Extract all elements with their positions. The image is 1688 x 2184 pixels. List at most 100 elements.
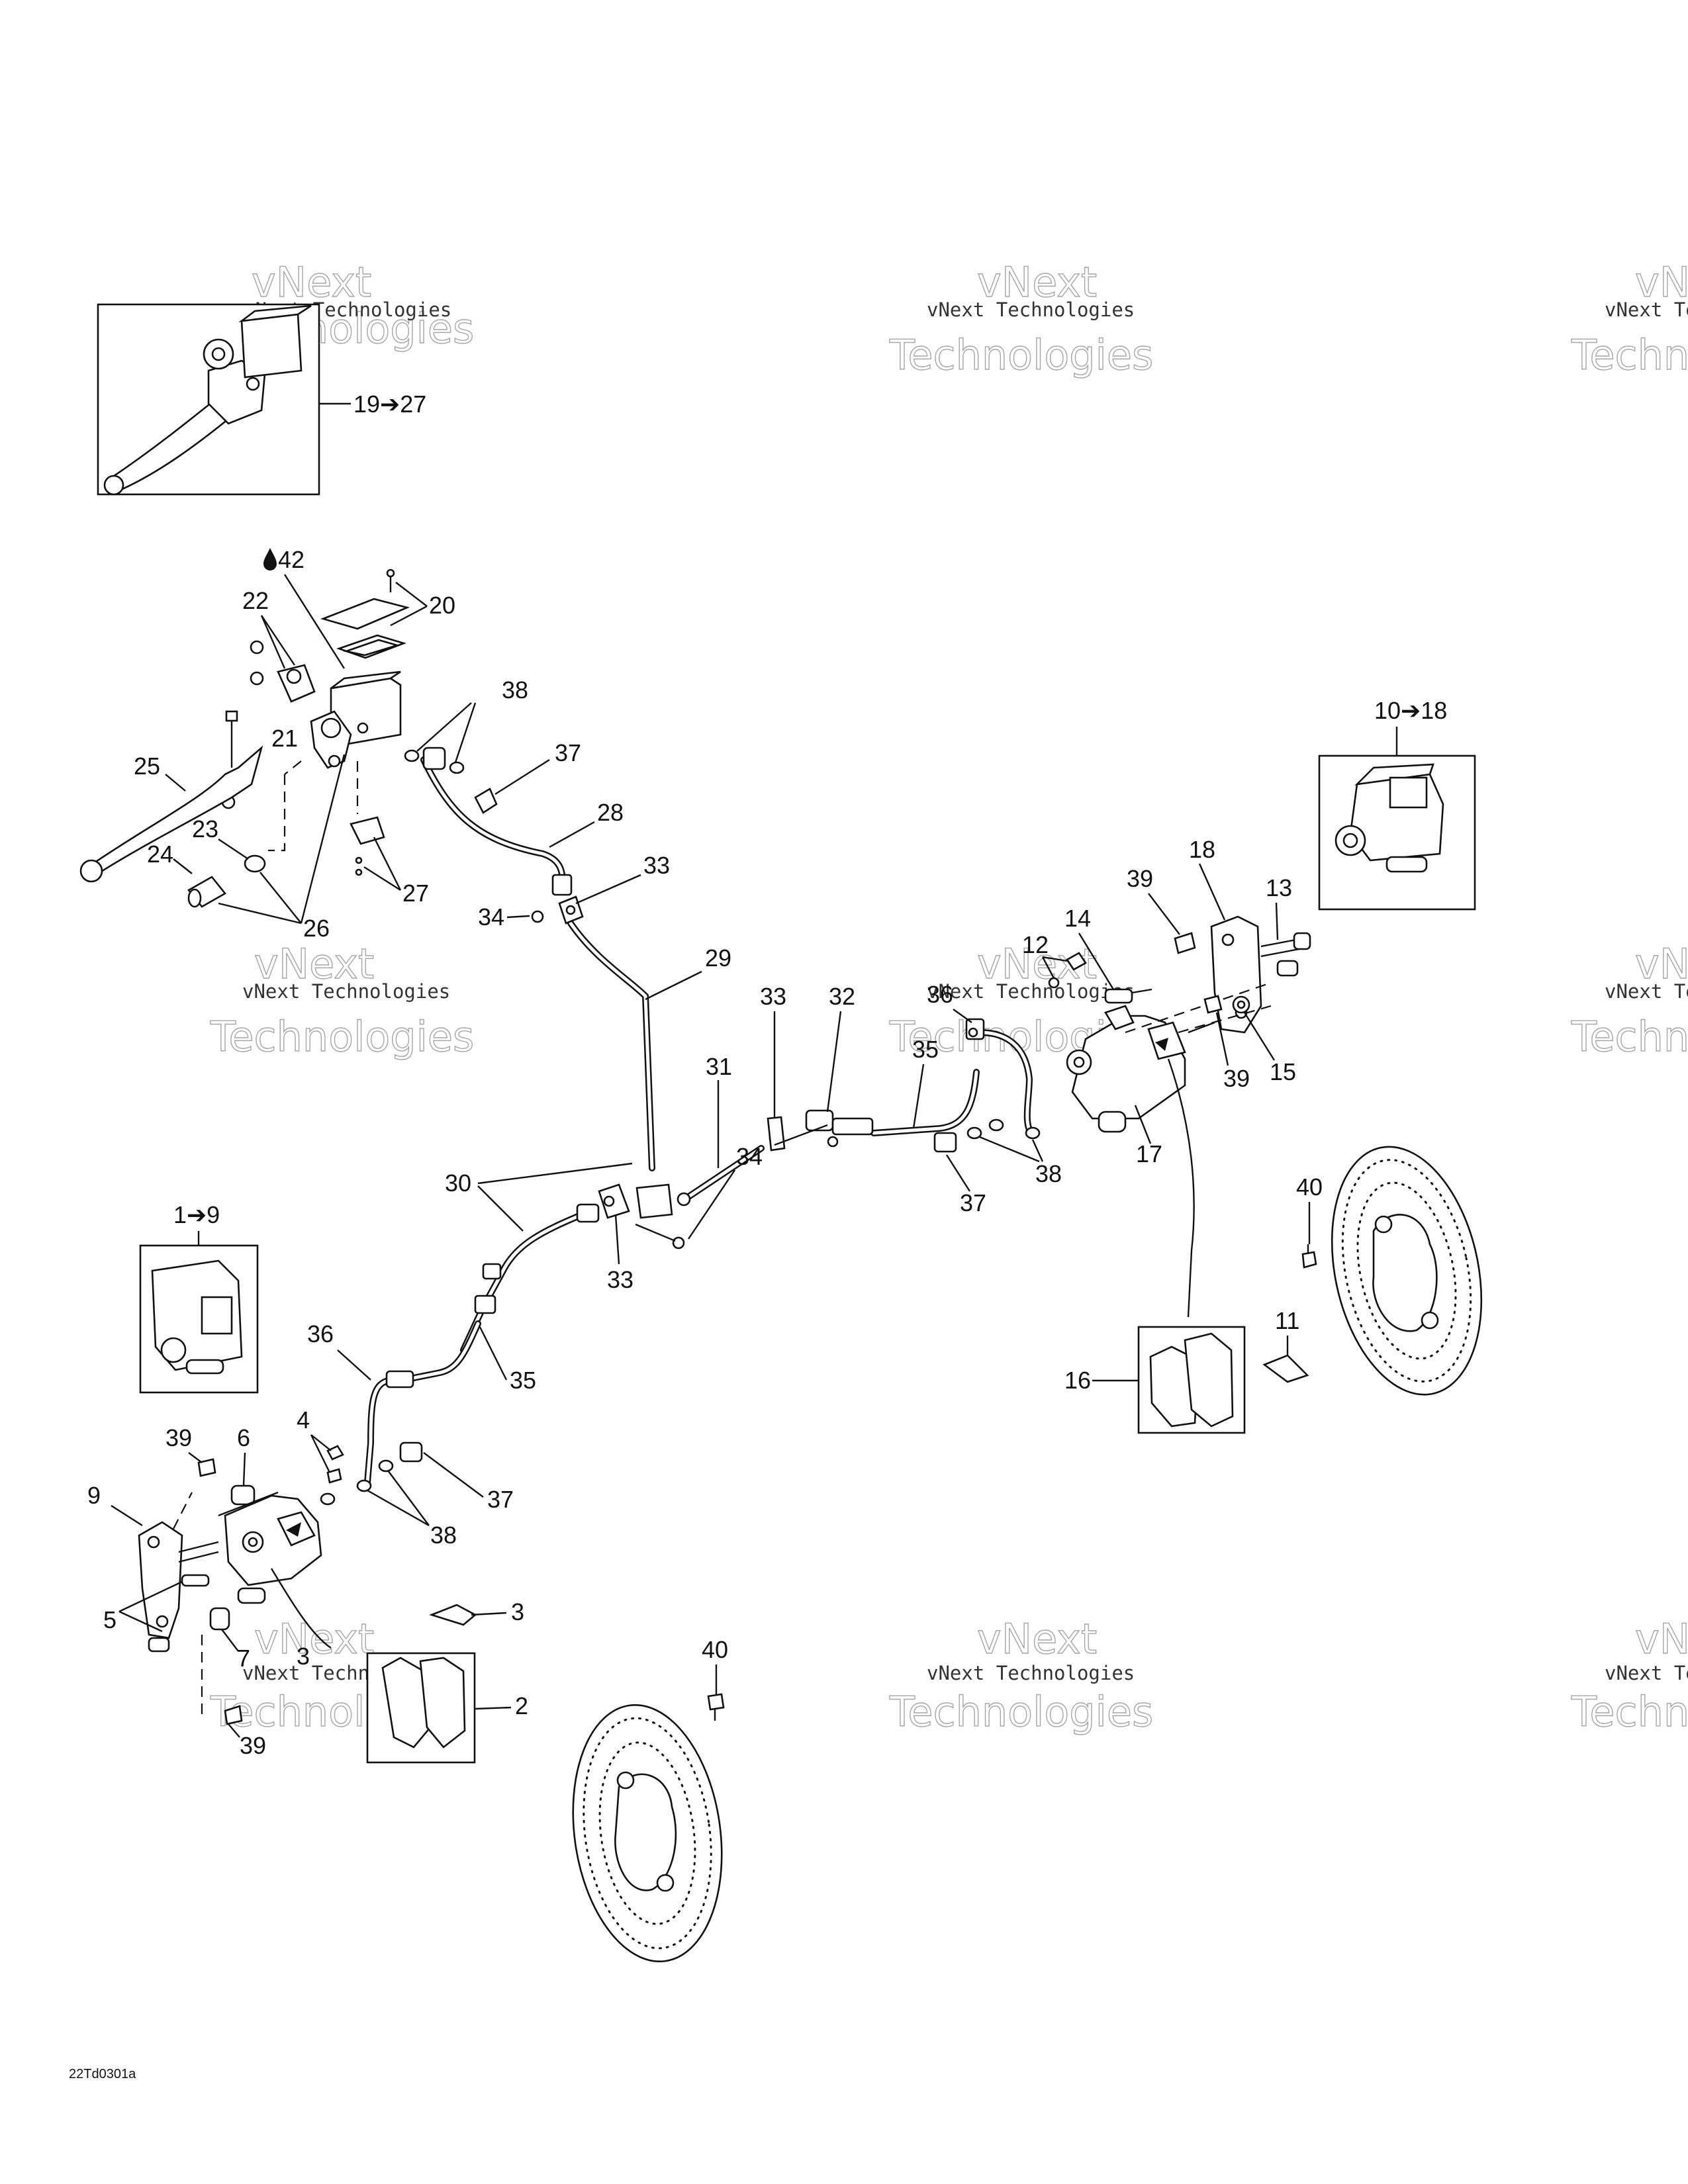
hose-fitting xyxy=(576,1203,600,1223)
junction-bolt xyxy=(672,1236,685,1250)
banjo-bolt-37 xyxy=(474,788,498,814)
lever-tip xyxy=(79,859,103,883)
leader-line xyxy=(218,902,302,925)
leader-line xyxy=(474,1706,512,1710)
bolt-head xyxy=(246,377,260,391)
bracket-plate xyxy=(767,1116,786,1152)
pivot-hole xyxy=(211,347,226,361)
reservoir-rim xyxy=(330,670,401,690)
crush-washer xyxy=(988,1118,1004,1132)
callout-24: 24 xyxy=(147,841,173,868)
callout-10-18: 10➔18 xyxy=(1374,697,1447,724)
bushing-bore xyxy=(1237,1000,1246,1009)
pivot-boss xyxy=(320,717,342,739)
leader-line xyxy=(826,1011,842,1113)
slide-pin xyxy=(1385,856,1428,873)
disc-holes-inner xyxy=(598,1741,696,1925)
callout-2: 2 xyxy=(515,1692,528,1719)
bracket-bolt-39 xyxy=(1174,932,1196,954)
right-caliper-inset: 10➔18 xyxy=(1318,697,1476,911)
leader-line xyxy=(310,1434,331,1473)
piston-bore xyxy=(248,1537,258,1547)
disc-hub xyxy=(1372,1214,1438,1332)
assembly-line xyxy=(284,760,302,775)
bleeder-screw xyxy=(1048,977,1060,989)
brake-junction-block xyxy=(635,1183,673,1219)
pin-14 xyxy=(1104,988,1133,1004)
leader-line xyxy=(454,702,477,763)
leader-line xyxy=(300,754,346,924)
slide-pin xyxy=(185,1359,224,1375)
callout-11: 11 xyxy=(1275,1307,1299,1334)
bleed-screw-34 xyxy=(531,910,544,923)
sight-glass xyxy=(357,722,369,734)
reservoir-top xyxy=(238,304,312,322)
banjo-assembly-top: 38 37 28 33 34 29 xyxy=(404,676,731,1001)
o-ring xyxy=(244,854,266,873)
svg-text:vNext Technologies: vNext Technologies xyxy=(1605,1662,1688,1684)
watermark: vNext Technologies vNext Technologies xyxy=(209,939,475,1061)
leader-line xyxy=(373,837,402,891)
pad-link-line xyxy=(270,1568,332,1649)
callout-33b: 33 xyxy=(760,983,786,1010)
callout-33c: 33 xyxy=(607,1266,633,1293)
drawing-code: 22Td0301a xyxy=(69,2067,136,2081)
leader-line xyxy=(390,605,428,627)
arrow-icon xyxy=(286,1522,301,1537)
reservoir-cover xyxy=(320,598,410,630)
leader-line xyxy=(688,1169,735,1240)
brake-lines xyxy=(364,756,1036,1486)
diaphragm-inner xyxy=(343,639,400,657)
hose-fitting xyxy=(385,1370,414,1388)
leader-line xyxy=(614,1214,620,1265)
leader-line xyxy=(1041,956,1055,979)
leader-line xyxy=(774,1124,828,1146)
union-body xyxy=(831,1117,874,1136)
piston-bore xyxy=(1073,1056,1085,1068)
assembly-line xyxy=(1125,981,1272,1034)
right-caliper-exploded: 18 39 13 17 39 15 xyxy=(1022,836,1311,1318)
callout-15: 15 xyxy=(1270,1058,1296,1085)
callout-29: 29 xyxy=(705,944,731,972)
switch-screw xyxy=(355,856,363,864)
callout-39b: 39 xyxy=(1223,1065,1250,1092)
callout-38c: 38 xyxy=(430,1522,457,1549)
callout-42: 42 xyxy=(278,546,305,573)
bracket-hole xyxy=(147,1535,160,1549)
callout-37a: 37 xyxy=(555,739,581,766)
leader-line xyxy=(477,1162,633,1185)
banjo-fitting xyxy=(422,747,446,770)
svg-text:vNext Technologies: vNext Technologies xyxy=(242,980,450,1003)
brake-pad xyxy=(419,1657,466,1749)
assembly-line xyxy=(268,774,286,852)
leader-line xyxy=(645,970,702,1001)
svg-text:vNext Technologies: vNext Technologies xyxy=(1605,298,1688,321)
leader-line xyxy=(261,615,295,666)
svg-text:vNext: vNext xyxy=(254,1615,374,1663)
leader-line xyxy=(260,615,286,669)
watermark: vNext Technologies vNext Technologies xyxy=(1570,1614,1688,1736)
callout-21: 21 xyxy=(271,725,298,752)
reservoir-body-drawing xyxy=(240,313,303,379)
hub-bolt-hole xyxy=(616,1771,635,1790)
callout-35b: 35 xyxy=(510,1367,536,1394)
slide-pin-head xyxy=(1276,960,1299,977)
svg-text:vNext Technologies: vNext Technologies xyxy=(927,980,1135,1003)
leader-line xyxy=(1148,893,1180,935)
callout-38a: 38 xyxy=(502,676,528,704)
slide-pin-6 xyxy=(230,1484,256,1506)
leader-line xyxy=(1198,863,1226,921)
callout-39c: 39 xyxy=(165,1424,192,1451)
bolt-hole xyxy=(565,905,576,915)
watermark: vNext Technologies vNext Technologies xyxy=(888,1614,1154,1736)
svg-text:vNext: vNext xyxy=(254,940,374,988)
screw-head xyxy=(386,569,395,578)
callout-37c: 37 xyxy=(487,1486,514,1513)
hose-highlight xyxy=(422,758,565,889)
caliper-bracket-9 xyxy=(138,1521,183,1639)
pin-shaft xyxy=(1131,988,1152,994)
pipe-highlight xyxy=(680,1146,763,1203)
bolt-hole xyxy=(603,1195,615,1207)
leader-line xyxy=(494,758,550,796)
